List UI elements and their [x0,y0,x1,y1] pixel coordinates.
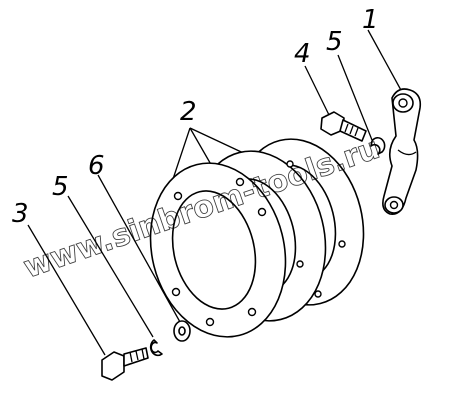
leader-5-top [337,54,373,141]
leader-1 [367,29,403,93]
callout-1: 1 [362,5,379,35]
leader-2a [171,127,191,183]
callout-6: 6 [88,151,105,181]
callout-4: 4 [294,39,311,69]
ring-stack [149,138,365,338]
upper-bolt [320,111,367,142]
leader-4 [304,65,331,118]
callout-5-left: 5 [52,172,69,202]
lock-washer-left [149,339,163,357]
callout-2: 2 [180,97,197,127]
leader-3 [27,224,106,356]
leader-5-left [67,195,154,338]
lower-bolt [101,347,149,381]
ring-front [149,162,287,338]
bracket-part [382,88,422,215]
callout-3: 3 [12,199,29,229]
lock-washer-top [370,136,386,155]
leader-2b [189,127,214,169]
flat-washer [173,320,191,342]
callout-5-top: 5 [326,27,343,57]
